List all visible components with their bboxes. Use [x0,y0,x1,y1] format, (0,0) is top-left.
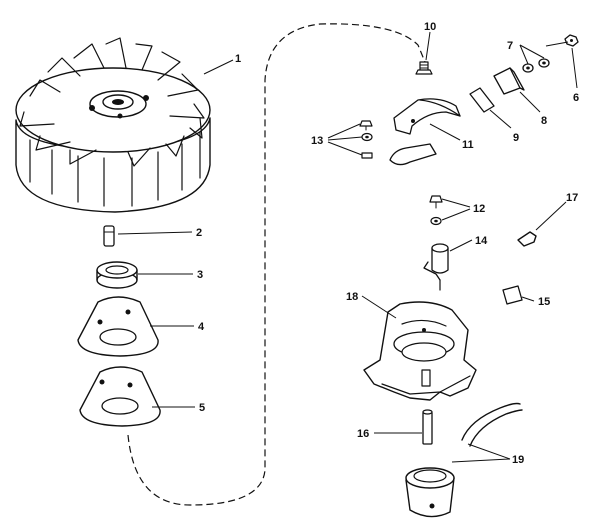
dust-cover-part [405,402,523,518]
callout-18: 18 [346,291,358,303]
contact-plate-part [469,87,495,113]
callout-13: 13 [311,135,323,147]
base-housing-part [363,301,477,401]
upper-plate-part [77,296,159,357]
plunger-pin-part [422,409,433,445]
callout-10: 10 [424,21,436,33]
callout-labels: 1 2 3 4 5 6 7 8 9 10 11 12 13 14 15 16 1… [196,21,579,466]
felt-block-part [502,285,523,305]
flywheel-key-part [103,225,115,247]
mounting-screw-part [415,61,433,75]
callout-19: 19 [512,454,524,466]
callout-12: 12 [473,203,485,215]
callout-1: 1 [235,53,241,65]
callout-11: 11 [462,139,474,151]
wire-clip-part [517,231,537,247]
callout-6: 6 [573,92,579,104]
callout-17: 17 [566,192,578,204]
callout-16: 16 [357,428,369,440]
lower-plate-part [79,366,161,427]
assembly-path-line [127,23,426,506]
callout-4: 4 [198,321,205,333]
callout-3: 3 [197,269,203,281]
hex-nut-part [564,34,579,47]
callout-2: 2 [196,227,202,239]
callout-15: 15 [538,296,550,308]
callout-7: 7 [507,40,513,52]
condenser-part [423,243,449,291]
callout-9: 9 [513,132,519,144]
flywheel-nut-part [96,261,138,289]
callout-14: 14 [475,235,488,247]
bracket-assembly-part [389,98,461,166]
callout-8: 8 [541,115,547,127]
washer-part [522,58,550,73]
screw-washer-set-part [359,120,373,159]
leader-lines [117,31,578,463]
callout-5: 5 [199,402,205,414]
small-screw-washer-part [429,195,443,226]
flywheel-part [15,37,211,213]
contact-block-part [493,67,525,95]
